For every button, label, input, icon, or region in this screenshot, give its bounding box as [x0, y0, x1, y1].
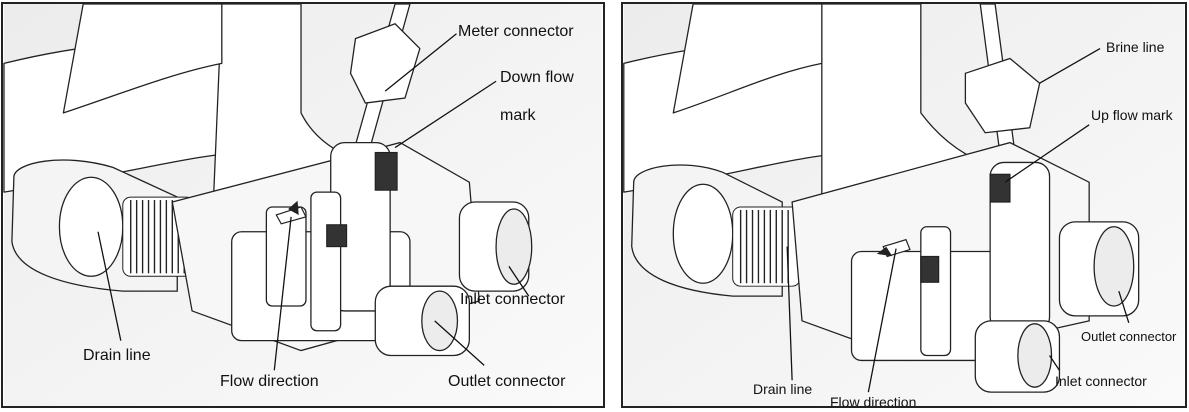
left-diagram-panel: Meter connector Down flow mark Inlet con…: [1, 2, 605, 408]
label-meter-connector: Meter connector: [458, 23, 574, 40]
label-flow-direction: Flow direction: [830, 394, 917, 408]
label-outlet-connector: Outlet connector: [1081, 329, 1177, 344]
label-inlet-connector: Inlet connector: [460, 291, 565, 308]
right-valve-drawing: [623, 4, 1185, 406]
label-drain-line: Drain line: [753, 381, 813, 397]
label-flow-direction: Flow direction: [220, 373, 319, 390]
label-inlet-connector: Inlet connector: [1055, 373, 1147, 389]
label-down-flow-mark-line1: Down flow: [500, 69, 574, 86]
label-up-flow-mark: Up flow mark: [1091, 107, 1173, 123]
label-down-flow-mark-line2: mark: [500, 107, 536, 124]
left-valve-drawing: [3, 4, 603, 406]
label-drain-line: Drain line: [83, 347, 151, 364]
label-brine-line: Brine line: [1106, 39, 1165, 55]
label-outlet-connector: Outlet connector: [448, 373, 566, 390]
right-diagram-panel: Brine line Up flow mark Outlet connector…: [621, 2, 1187, 408]
